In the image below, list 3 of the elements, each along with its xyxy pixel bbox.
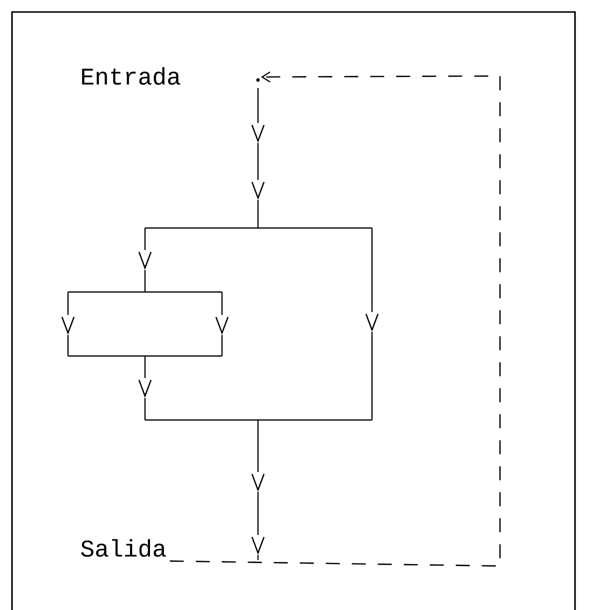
dashed-arrow [170, 71, 501, 567]
label-text: Salida [81, 539, 166, 557]
label-text: Entrada [82, 67, 180, 85]
